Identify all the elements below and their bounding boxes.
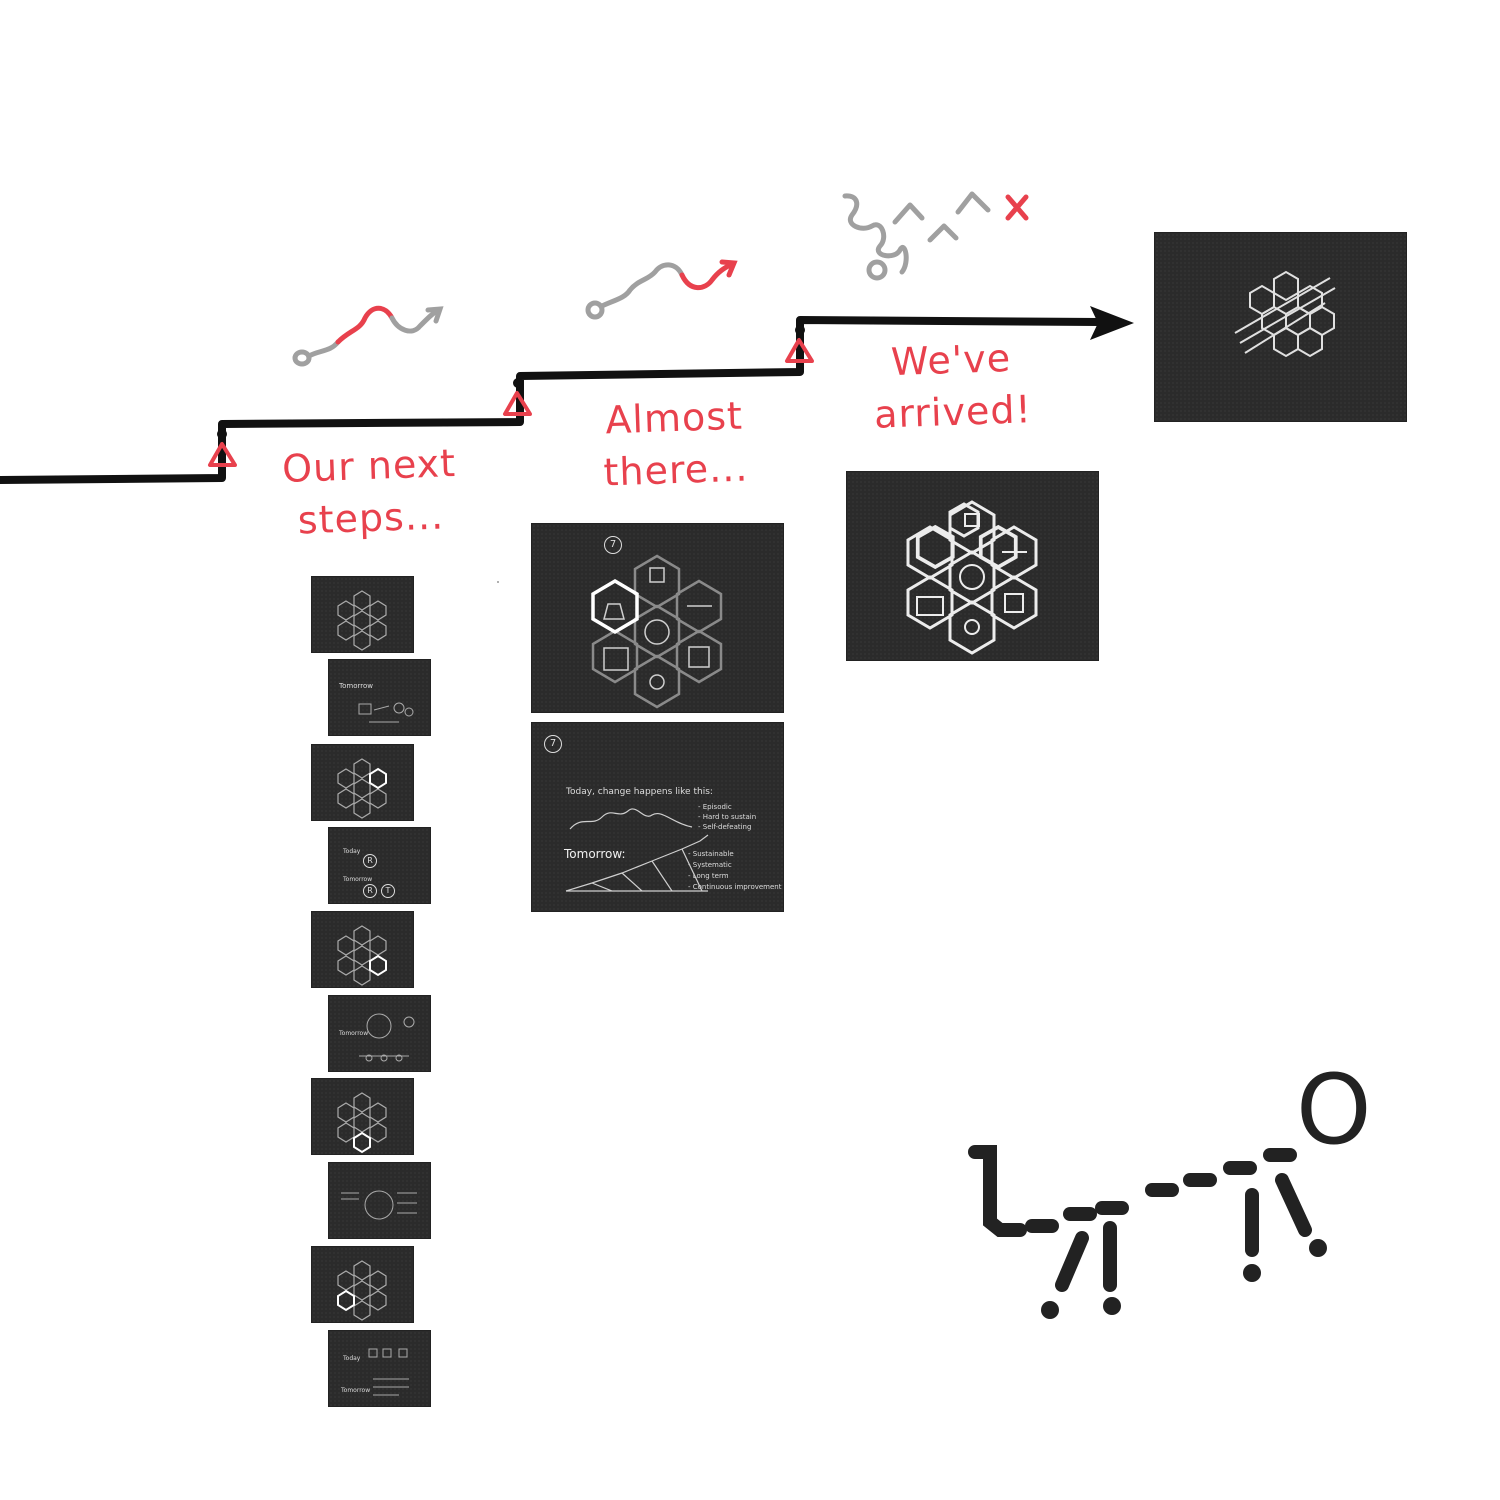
slide-today-point: - Episodic [698,803,732,811]
thumb-hex-3[interactable] [312,912,413,987]
label-weve-arrived: We've arrived! [873,335,1033,437]
hexagon-grid-icon [1234,270,1336,358]
arrow-head-icon [1090,306,1134,340]
label-our-next-steps: Our next steps... [281,440,457,543]
thumb-r: R [363,884,377,898]
slide-arrived-hex-icons[interactable] [847,472,1098,660]
thumb-t: T [381,884,395,898]
thumb-today: Today [343,1355,361,1362]
thumb-hex-1[interactable] [312,577,413,652]
thumb-today-rt[interactable]: Today Tomorrow R R T [329,828,430,903]
thumb-hex-5[interactable] [312,1247,413,1322]
slide-tomorrow-point: - Continuous improvement [688,883,782,891]
slide-number: 7 [544,735,562,753]
thumb-tomorrow-1[interactable]: Tomorrow [329,660,430,735]
slide-tomorrow-heading: Tomorrow: [564,847,626,861]
logo-figure [968,1145,1312,1292]
thumb-today: Today [343,848,361,855]
logo-letter: O [1296,1054,1372,1166]
squiggle-arrow-icon [585,259,738,320]
squiggle-arrow-icon [842,191,991,281]
thumb-hex-4[interactable] [312,1079,413,1154]
thumb-tomorrow-2[interactable]: Tomorrow [329,996,430,1071]
squiggle-arrow-icon [292,305,444,367]
slide-almost-hex-highlight[interactable]: 7 [532,524,783,712]
thumb-today-3[interactable]: Today Tomorrow [329,1331,430,1406]
slide-final-hex-cluster[interactable] [1155,233,1406,421]
x-mark-icon [1005,194,1029,221]
slide-today-point: - Self-defeating [698,823,752,831]
slide-tomorrow-point: - Systematic [688,861,732,869]
hexagon-highlight-icon [591,578,639,635]
slide-almost-today-tomorrow[interactable]: 7 Today, change happens like this: - Epi… [532,723,783,911]
warning-triangle-icon [208,338,814,467]
thumb-tomorrow: Tomorrow [343,876,373,883]
thumb-title: Tomorrow [339,1030,369,1037]
thumb-r: R [363,854,377,868]
label-almost-there: Almost there... [602,393,750,495]
thumb-circle-slide[interactable] [329,1163,430,1238]
slide-number: 7 [604,536,622,554]
slide-tomorrow-point: - Sustainable [688,850,734,858]
thumb-tomorrow: Tomorrow [341,1387,371,1394]
slide-tomorrow-point: - Long term [688,872,729,880]
slide-today-point: - Hard to sustain [698,813,757,821]
thumb-title: Tomorrow [339,682,373,690]
thumb-hex-2[interactable] [312,745,413,820]
slide-today-heading: Today, change happens like this: [566,787,713,797]
